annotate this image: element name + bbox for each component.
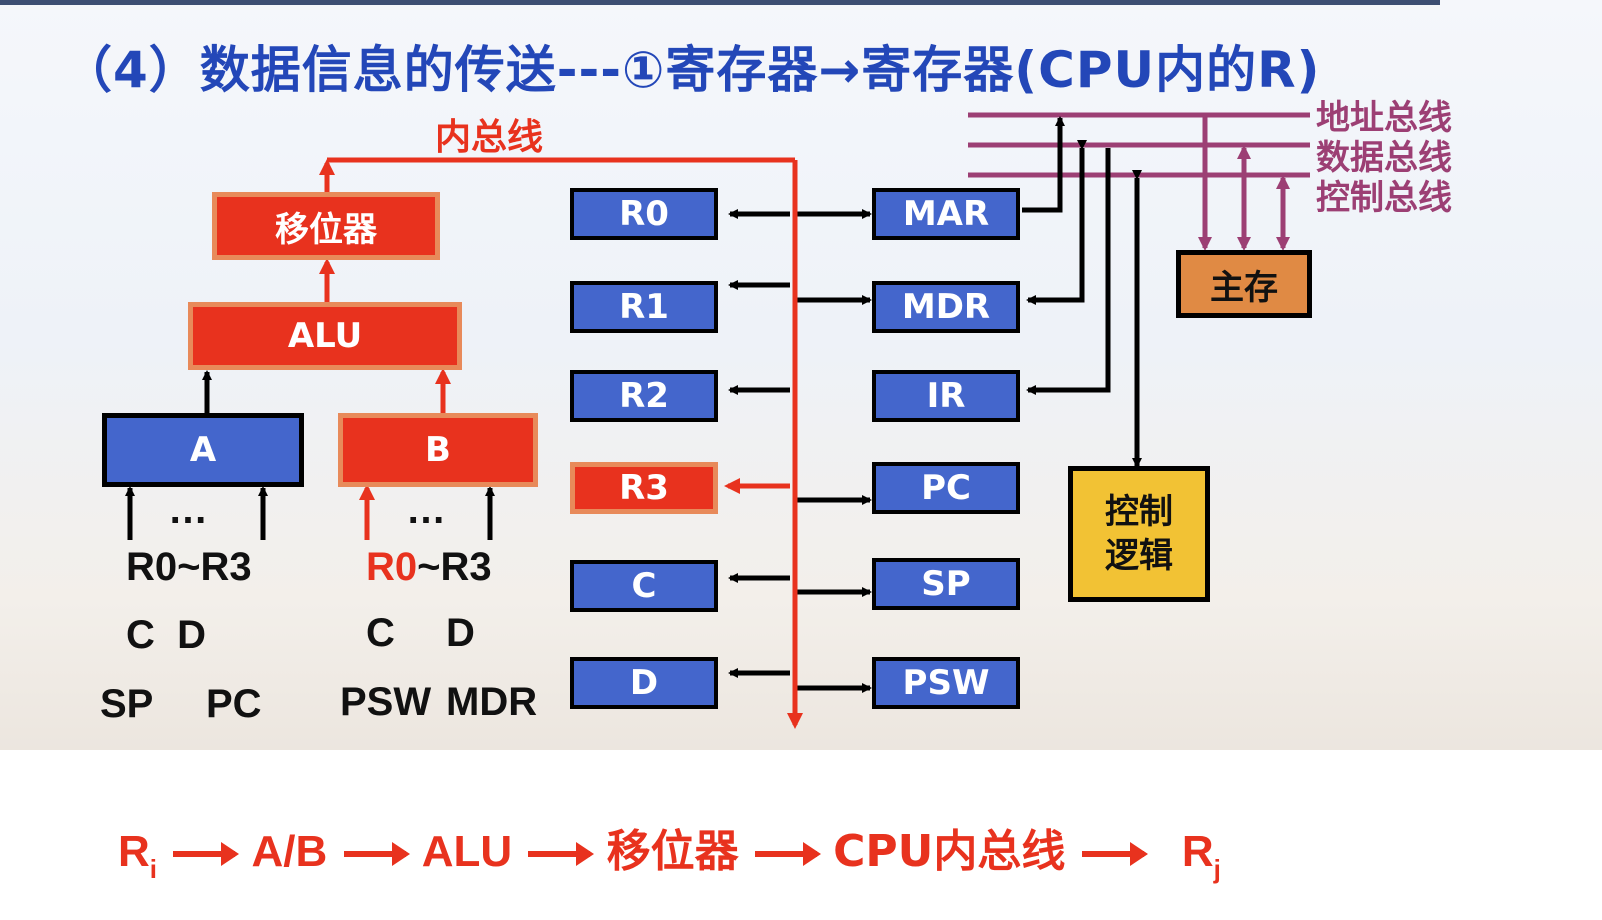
b-input-d: D <box>446 611 475 655</box>
formula-arrow-icon <box>1081 842 1148 867</box>
alu-box: ALU <box>188 302 462 370</box>
b-input-psw: PSW <box>340 680 432 724</box>
register-mar: MAR <box>872 188 1020 240</box>
a-input-pc: PC <box>206 682 262 726</box>
b-input-line1: R0~R3 <box>366 545 492 590</box>
transfer-formula: Ri A/B ALU 移位器 CPU内总线 Rj <box>118 815 1221 885</box>
formula-arrow-icon <box>173 842 240 867</box>
b-input-ellipsis: … <box>406 488 446 532</box>
formula-ri: Ri <box>118 827 158 884</box>
register-r2: R2 <box>570 370 718 422</box>
control-logic-line1: 控制 <box>1105 491 1173 532</box>
register-ir: IR <box>872 370 1020 422</box>
internal-bus-label: 内总线 <box>435 117 544 158</box>
register-mdr: MDR <box>872 281 1020 333</box>
formula-arrow-icon <box>528 842 595 867</box>
register-sp: SP <box>872 558 1020 610</box>
b-input-c: C <box>366 611 395 655</box>
a-input-line1: R0~R3 <box>126 545 252 589</box>
address-bus-label: 地址总线 <box>1316 98 1452 138</box>
register-c: C <box>570 560 718 612</box>
data-bus-label: 数据总线 <box>1316 138 1452 178</box>
a-input-sp: SP <box>100 682 154 726</box>
control-logic-line2: 逻辑 <box>1105 536 1173 576</box>
register-a: A <box>102 413 304 487</box>
formula-alu: ALU <box>421 827 513 876</box>
register-r1: R1 <box>570 281 718 333</box>
top-bar <box>0 0 1440 5</box>
a-input-line2: C D <box>126 613 206 657</box>
formula-cpu-bus: CPU内总线 <box>833 826 1066 877</box>
control-bus-label: 控制总线 <box>1316 178 1452 218</box>
formula-arrow-icon <box>754 842 821 867</box>
b-input-mdr: MDR <box>446 680 538 724</box>
control-logic-box: 控制 逻辑 <box>1068 466 1210 602</box>
register-pc: PC <box>872 462 1020 514</box>
a-input-ellipsis: … <box>168 488 208 532</box>
b-input-rest: ~R3 <box>417 545 492 589</box>
register-d: D <box>570 657 718 709</box>
shifter-box: 移位器 <box>212 192 440 260</box>
slide-background <box>0 0 1602 750</box>
register-r3: R3 <box>570 462 718 514</box>
formula-ab: A/B <box>251 827 328 876</box>
formula-rj: Rj <box>1181 827 1221 884</box>
b-input-r0: R0 <box>366 545 418 589</box>
internal-bus-path <box>319 157 803 729</box>
main-memory-box: 主存 <box>1176 250 1312 318</box>
register-b: B <box>338 413 538 487</box>
formula-arrow-icon <box>343 842 410 867</box>
formula-shifter: 移位器 <box>606 826 739 877</box>
register-psw: PSW <box>872 657 1020 709</box>
register-r0: R0 <box>570 188 718 240</box>
black-connections <box>125 116 1142 693</box>
page-title: （4）数据信息的传送---①寄存器→寄存器(CPU内的R) <box>62 41 1321 99</box>
